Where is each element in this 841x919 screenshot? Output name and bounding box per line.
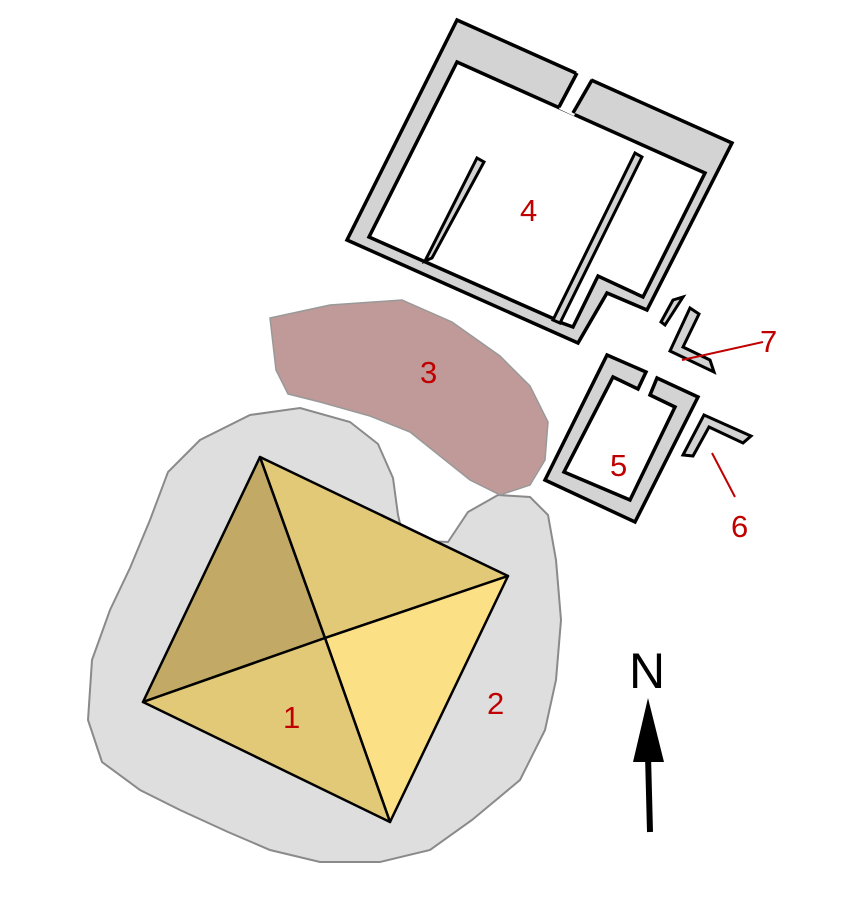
pyramid xyxy=(141,455,510,824)
building-4-partition xyxy=(421,155,487,265)
leader-line-6 xyxy=(711,452,736,498)
structure-7 xyxy=(659,294,717,375)
building-4-partition xyxy=(550,150,644,325)
building-4 xyxy=(344,17,735,346)
label-rubble-area: 3 xyxy=(420,355,437,390)
rubble-area xyxy=(269,299,549,496)
structure-7-wall xyxy=(659,294,687,328)
north-arrow-shaft xyxy=(645,754,653,833)
structure-7-wall xyxy=(668,305,717,375)
label-building-4: 4 xyxy=(520,193,537,228)
north-label: N xyxy=(629,643,665,699)
leader-line-7 xyxy=(681,341,764,361)
label-structure-6: 6 xyxy=(731,509,748,544)
building-4-room xyxy=(366,59,708,330)
label-enclosure: 2 xyxy=(487,686,504,721)
label-pyramid: 1 xyxy=(283,700,300,735)
building-4-doorway xyxy=(559,71,592,116)
pyramid-face-south xyxy=(141,636,392,824)
north-arrow-head-icon xyxy=(633,698,664,762)
label-building-5: 5 xyxy=(610,448,627,483)
doorway-edge xyxy=(557,72,579,108)
north-arrow: N xyxy=(629,643,665,833)
structure-6 xyxy=(680,413,754,458)
building-5 xyxy=(542,352,701,525)
label-structure-7: 7 xyxy=(760,324,777,359)
doorway-edge xyxy=(571,79,594,114)
